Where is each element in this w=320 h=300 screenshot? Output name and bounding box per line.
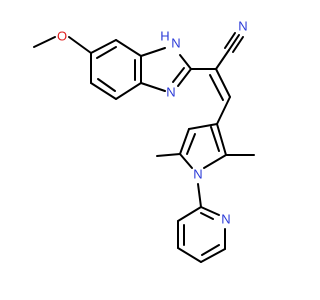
pyrrole-left-methyl-bond [156,153,181,157]
pyrrole-bond-n-c2 [203,154,227,169]
benzene-double-3 [97,78,116,92]
imidazole-bond-c2-nh [179,54,192,70]
imidazole-bond-nh [140,47,166,57]
pyrrole-nitrogen-label: N [193,166,202,181]
methoxy-ch3-bond [33,36,56,48]
pyridine-bond-c2-c3 [177,206,202,222]
methoxy-oxygen-label: O [57,28,67,43]
pyrrole-bond-c2-c3 [216,123,227,156]
nitrile-triple-1 [228,34,240,51]
benzene-double-1 [96,46,117,59]
pyrrole-double-c2-c3 [210,126,220,152]
methoxy-o-bond [68,36,92,54]
chemical-structure: O H N N N N N [33,18,255,263]
pyridine-bond-n-c2 [200,206,220,216]
benzene-bond-5 [90,82,117,100]
pyridine-bond-c5-c6 [200,248,226,263]
vinyl-to-pyrrole-bond [216,96,231,125]
nitrile-nitrogen-label: N [238,18,247,33]
pyrrole-to-pyridine-bond [197,183,202,208]
pyrrole-bond-c4-c5 [179,128,190,155]
benzene-bond-2 [115,39,142,57]
vinyl-double-bond-outer [215,68,231,98]
pyridine-double-3 [200,212,214,220]
imine-nitrogen-label: N [166,84,175,99]
nitrile-triple-2 [224,32,236,49]
bonds [33,32,255,263]
pyridine-double-2 [201,244,220,256]
vinyl-double-bond-inner [209,74,224,101]
benzene-bond-1 [90,39,117,54]
imidazole-bond-c2-n [177,68,192,87]
benzene-bond-4 [115,82,142,100]
pyridine-bond-c4-c5 [177,247,202,263]
pyridine-nitrogen-label: N [221,211,230,226]
pyrrole-double-c4-c5 [186,133,196,155]
nh-nitrogen-label: N [171,35,180,50]
pyrrole-bond-c3-c4 [188,123,218,130]
imidazole-double-c2-n [172,67,185,83]
pyrrole-bond-c5-n [179,153,193,169]
nitrile-stem-bond [215,49,230,70]
imidazole-bond-n-c [140,82,166,92]
atom-labels: O H N N N N N [57,18,248,226]
nitrile-triple-3 [232,36,244,53]
nh-hydrogen-label: H [160,28,169,43]
